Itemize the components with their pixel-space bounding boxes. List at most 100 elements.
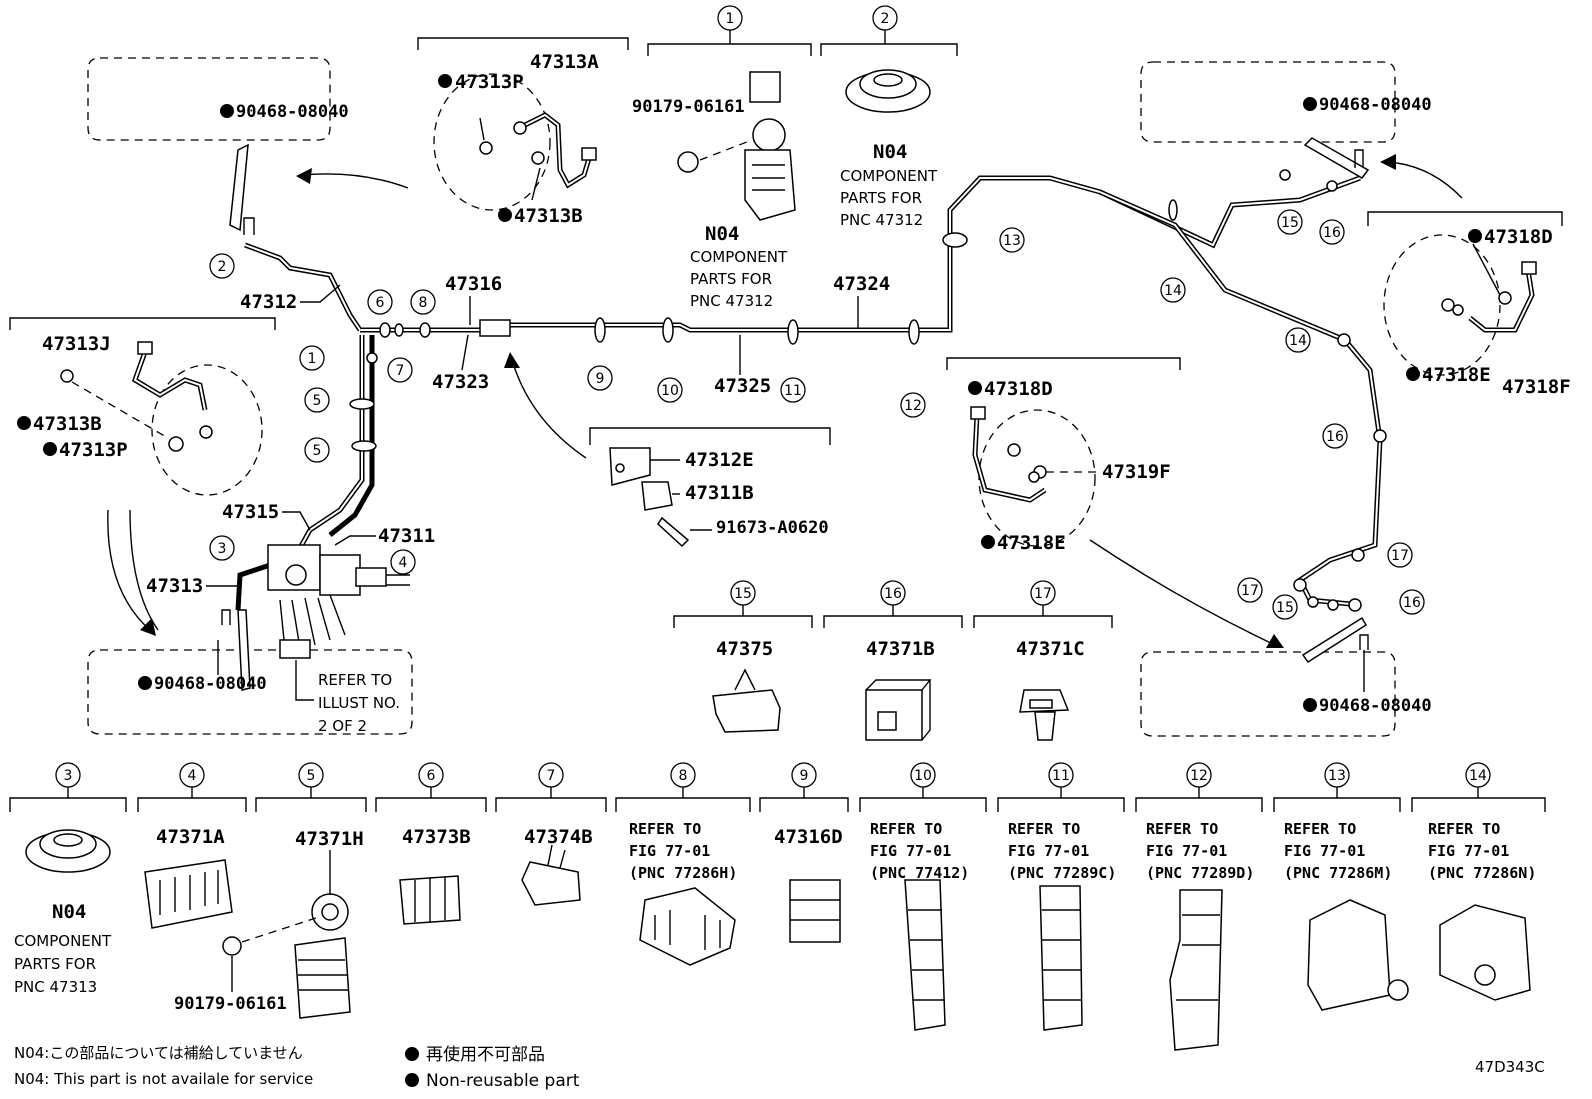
callout-circle (880, 580, 906, 606)
callout-3: 3 (209, 535, 235, 561)
callout-15: 15 (1272, 594, 1298, 620)
label-47318D-right: 47318D (1484, 226, 1553, 248)
bottom-left-refer-3: 2 OF 2 (318, 717, 367, 735)
hose-left (60, 341, 213, 452)
callout-number: 6 (427, 768, 436, 784)
callout-circle (209, 535, 235, 561)
callout-circle (298, 762, 324, 788)
callout-8: 8 (410, 289, 436, 315)
callout-number: 1 (726, 11, 735, 27)
callout-number: 1 (308, 351, 317, 367)
non-reusable-dot (43, 442, 57, 456)
callout-15: 15 (730, 580, 756, 606)
label-90179-06161-bottom: 90179-06161 (174, 994, 287, 1014)
label-47371C: 47371C (1016, 638, 1085, 660)
label-47373B: 47373B (402, 826, 471, 848)
group3-comp-2: PARTS FOR (14, 955, 96, 973)
callout-circle (791, 762, 817, 788)
callout-16: 16 (1322, 423, 1348, 449)
callout-number: 12 (904, 398, 922, 414)
callout-15: 15 (1277, 209, 1303, 235)
callout-number: 15 (734, 586, 752, 602)
callout-number: 2 (881, 11, 890, 27)
group13-refer-3: (PNC 77286M) (1284, 864, 1392, 882)
callout-circle (1465, 762, 1491, 788)
callout-circle (872, 5, 898, 31)
non-reusable-dot (1303, 698, 1317, 712)
callout-circle (910, 762, 936, 788)
callout-1: 1 (299, 345, 325, 371)
clip-ref13-shape (1307, 899, 1409, 1011)
callout-2: 2 (209, 253, 235, 279)
label-47318E-right: 47318E (1422, 364, 1491, 386)
callout-10: 10 (910, 762, 936, 788)
group2-n04: N04 (873, 141, 907, 163)
callout-circle (367, 289, 393, 315)
label-47323: 47323 (432, 371, 489, 393)
callout-circle (1387, 542, 1413, 568)
callout-number: 4 (399, 555, 408, 571)
group2-comp-2: PARTS FOR (840, 189, 922, 207)
bottom-right-dashed-box (1140, 651, 1396, 737)
callout-17: 17 (1237, 577, 1263, 603)
callout-circle (390, 549, 416, 575)
group8-refer-3: (PNC 77286H) (629, 864, 737, 882)
callout-circle (1285, 327, 1311, 353)
callout-circle (304, 437, 330, 463)
callout-number: 5 (307, 768, 316, 784)
label-47311B: 47311B (685, 482, 754, 504)
hose-front-left-ellipse (433, 73, 551, 211)
group8-refer-1: REFER TO (629, 820, 701, 838)
callout-circle (1030, 580, 1056, 606)
callout-number: 16 (1323, 225, 1341, 241)
callout-8: 8 (670, 762, 696, 788)
callout-number: 7 (396, 363, 405, 379)
callout-number: 6 (376, 295, 385, 311)
callout-number: 15 (1276, 600, 1294, 616)
callout-circle (55, 762, 81, 788)
clip-47374B-shape (521, 844, 581, 906)
callout-circle (1186, 762, 1212, 788)
callout-6: 6 (367, 289, 393, 315)
clip-47371A-shape (144, 859, 233, 929)
clip-ref12-shape (1169, 889, 1223, 1051)
non-reusable-dot (498, 208, 512, 222)
group1-n04: N04 (705, 223, 739, 245)
callout-circle (999, 227, 1025, 253)
top-right-box-part: 90468-08040 (1319, 95, 1432, 115)
callout-13: 13 (1324, 762, 1350, 788)
callout-number: 12 (1190, 768, 1208, 784)
callout-number: 8 (419, 295, 428, 311)
group2-comp-1: COMPONENT (840, 167, 938, 185)
clip-47371H-shape (222, 893, 351, 1019)
callout-11: 11 (1048, 762, 1074, 788)
top-right-dashed-box (1140, 61, 1396, 143)
label-47324: 47324 (833, 273, 890, 295)
callout-circle (1319, 219, 1345, 245)
non-reusable-dot (1303, 97, 1317, 111)
group12-refer-2: FIG 77-01 (1146, 842, 1227, 860)
group2-comp-3: PNC 47312 (840, 211, 923, 229)
label-47318D-mid: 47318D (984, 378, 1053, 400)
non-reusable-dot (220, 104, 234, 118)
callout-circle (717, 5, 743, 31)
callout-5: 5 (298, 762, 324, 788)
label-47315: 47315 (222, 501, 279, 523)
callout-number: 16 (1403, 595, 1421, 611)
callout-10: 10 (657, 377, 683, 403)
non-reusable-dot (981, 535, 995, 549)
callout-3: 3 (55, 762, 81, 788)
group3-grommet (25, 829, 111, 873)
callout-number: 16 (884, 586, 902, 602)
label-47312: 47312 (240, 291, 297, 313)
bottom-left-refer-2: ILLUST NO. (318, 694, 400, 712)
non-reusable-dot (17, 416, 31, 430)
bottom-left-box-part: 90468-08040 (154, 674, 267, 694)
non-reusable-dot (138, 676, 152, 690)
callout-circle (179, 762, 205, 788)
callout-circle (209, 253, 235, 279)
group10-refer-3: (PNC 77412) (870, 864, 969, 882)
group10-refer-2: FIG 77-01 (870, 842, 951, 860)
